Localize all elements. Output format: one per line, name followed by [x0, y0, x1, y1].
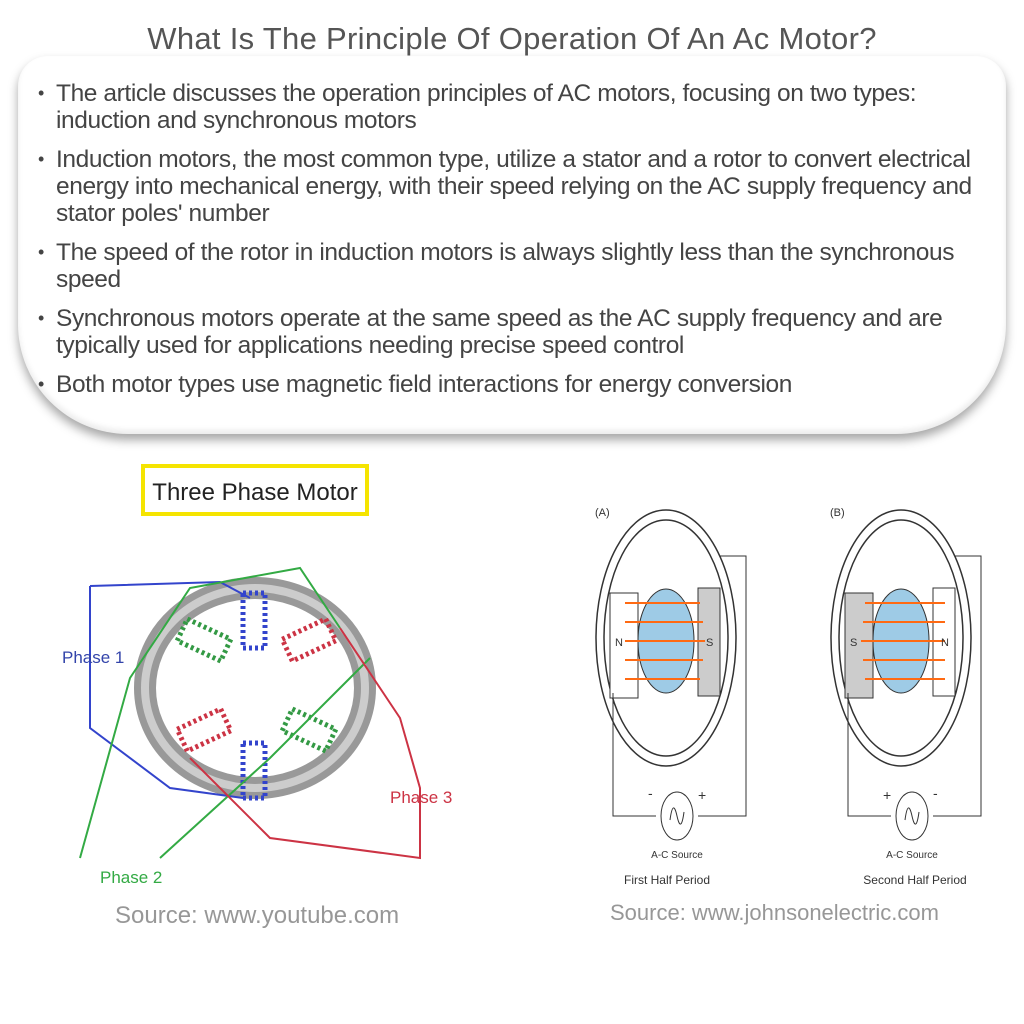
pole-n: N [615, 637, 623, 649]
pole-s: S [706, 637, 713, 649]
ac-motor-diagram: (A) N S - + A-C Source First Half Period… [570, 498, 990, 938]
minus-sign: - [933, 785, 938, 801]
page-title: What Is The Principle Of Operation Of An… [147, 21, 877, 56]
label-a: (A) [595, 507, 610, 519]
ac-source-label: A-C Source [651, 850, 703, 861]
phase-3-label: Phase 3 [390, 788, 452, 807]
heading-box [141, 464, 369, 516]
plus-sign: + [698, 787, 706, 803]
image-source: Source: www.youtube.com [115, 902, 400, 929]
list-item: The article discusses the operation prin… [36, 80, 992, 134]
phase-2-label: Phase 2 [100, 868, 162, 887]
summary-list: The article discusses the operation prin… [36, 80, 992, 398]
plus-sign: + [883, 787, 891, 803]
minus-sign: - [648, 785, 653, 801]
phase-1-label: Phase 1 [62, 648, 124, 667]
summary-card: The article discusses the operation prin… [18, 56, 1006, 434]
pole-n: N [941, 637, 949, 649]
list-item: Both motor types use magnetic field inte… [36, 371, 992, 398]
label-b: (B) [830, 507, 845, 519]
first-half-label: First Half Period [624, 873, 710, 887]
stator-ring-highlight [141, 584, 369, 792]
pole-s: S [850, 637, 857, 649]
motor-heading: Three Phase Motor [152, 479, 357, 506]
diagram-b: (B) S N + - A-C Source Second Half Perio… [830, 507, 982, 887]
diagram-a: (A) N S - + A-C Source First Half Period [595, 507, 747, 887]
image-source: Source: www.johnsonelectric.com [610, 900, 939, 925]
list-item: Induction motors, the most common type, … [36, 146, 992, 227]
list-item: Synchronous motors operate at the same s… [36, 305, 992, 359]
three-phase-motor-image: Three Phase Motor Phase 1 Phase 3 Phase … [40, 458, 490, 938]
phase-wires [79, 566, 421, 860]
list-item: The speed of the rotor in induction moto… [36, 239, 992, 293]
second-half-label: Second Half Period [863, 873, 966, 887]
images-row: Three Phase Motor Phase 1 Phase 3 Phase … [0, 458, 1024, 938]
ac-source-label: A-C Source [886, 850, 938, 861]
